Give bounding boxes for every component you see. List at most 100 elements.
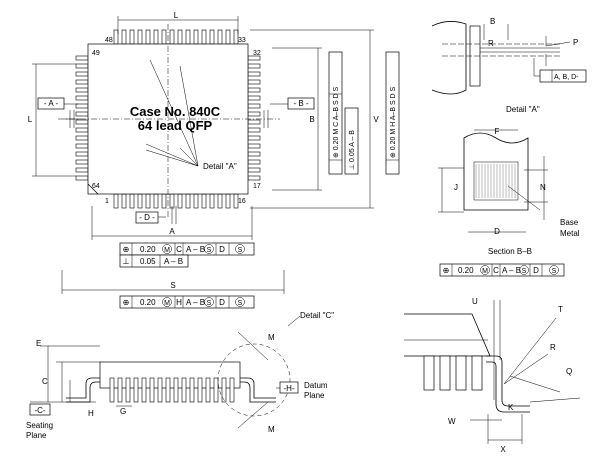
svg-text:⊕: ⊕	[123, 245, 130, 254]
lead	[113, 29, 119, 45]
case-label: Case No. 840C	[130, 104, 221, 119]
metal-label: Metal	[560, 229, 580, 238]
svg-text:⊥: ⊥	[123, 257, 130, 266]
side-lead	[141, 377, 147, 403]
dim-a: A	[169, 227, 175, 236]
dim-r-detail: R	[488, 39, 494, 48]
base-label: Base	[560, 218, 579, 227]
datum-h: -H-	[283, 384, 294, 393]
dim-v: V	[373, 115, 379, 124]
top-leads	[113, 29, 239, 45]
tol-frame-b-vertical: ⊕ 0.20 M C A–B S D S ⊥ 0.05 A – B	[328, 51, 359, 175]
svg-text:A – B: A – B	[164, 257, 183, 266]
svg-text:⊕: ⊕	[443, 266, 450, 275]
dim-r-c: R	[550, 343, 556, 352]
svg-text:S: S	[238, 300, 243, 307]
svg-text:⊕ 0.20 M C A–B S D S: ⊕ 0.20 M C A–B S D S	[333, 86, 340, 158]
side-lead	[165, 377, 171, 403]
dim-n: N	[540, 183, 546, 192]
lead	[169, 29, 175, 45]
datum-a: - A -	[44, 99, 59, 108]
dim-c: C	[42, 377, 48, 386]
svg-text:A, B, D-: A, B, D-	[554, 74, 579, 81]
dim-j: J	[454, 183, 458, 192]
dim-w: W	[448, 417, 456, 426]
top-view: Case No. 840C 64 lead QFP Detail "A" 48 …	[28, 11, 400, 309]
dim-g: G	[120, 407, 126, 416]
lead	[225, 29, 231, 45]
side-lead	[157, 377, 163, 403]
lead	[113, 193, 119, 209]
package-label: 64 lead QFP	[138, 118, 213, 133]
lead	[177, 29, 183, 45]
dim-d: D	[494, 227, 500, 236]
lead	[75, 71, 89, 77]
dim-u: U	[472, 297, 478, 306]
pin-32: 32	[253, 50, 261, 57]
svg-text:0.20: 0.20	[140, 245, 156, 254]
lead	[75, 79, 89, 85]
lead	[75, 151, 89, 157]
svg-text:S: S	[522, 268, 527, 275]
dim-m-bottom: M	[268, 425, 275, 434]
left-leads	[75, 55, 89, 181]
svg-text:H: H	[176, 298, 182, 307]
svg-text:0.05: 0.05	[140, 257, 156, 266]
dim-b-detail: B	[490, 17, 495, 26]
lead	[121, 193, 127, 209]
lead	[193, 29, 199, 45]
lead	[75, 127, 89, 133]
detail-a-title: Detail "A"	[506, 105, 540, 114]
svg-text:C: C	[176, 245, 182, 254]
pin-49: 49	[92, 50, 100, 57]
side-lead	[173, 377, 179, 403]
section-bb-title: Section B–B	[488, 247, 532, 256]
dim-e: E	[36, 339, 41, 348]
lead	[247, 71, 261, 77]
detail-c-view: U T R Q K W X	[404, 297, 581, 454]
lead	[75, 55, 89, 61]
side-lead	[117, 377, 123, 403]
lead	[75, 175, 89, 181]
lead	[137, 193, 143, 209]
lead	[75, 87, 89, 93]
lead	[75, 95, 89, 101]
lead	[129, 193, 135, 209]
dim-h: H	[88, 409, 94, 418]
svg-text:⊥ 0.05 A – B: ⊥ 0.05 A – B	[349, 130, 356, 170]
lead	[169, 193, 175, 209]
svg-text:0.20: 0.20	[140, 298, 156, 307]
lead	[247, 151, 261, 157]
lead	[121, 29, 127, 45]
lead	[161, 193, 167, 209]
dim-b-right: B	[309, 115, 314, 124]
svg-text:M: M	[482, 268, 488, 275]
dim-s: S	[170, 281, 175, 290]
lead	[247, 167, 261, 173]
svg-text:A – B: A – B	[186, 298, 205, 307]
side-lead	[197, 377, 203, 403]
lead	[185, 29, 191, 45]
lead	[217, 29, 223, 45]
lead	[247, 111, 261, 117]
dim-p-detail: P	[573, 38, 578, 47]
svg-text:M: M	[164, 247, 170, 254]
seating-label-2: Plane	[26, 431, 47, 440]
datum-b: - B -	[293, 99, 308, 108]
lead	[247, 159, 261, 165]
lead	[201, 193, 207, 209]
dim-l-left: L	[28, 115, 33, 124]
bottom-leads	[113, 193, 239, 209]
svg-text:A – B: A – B	[186, 245, 205, 254]
datum-plane-label-2: Plane	[304, 391, 325, 400]
svg-text:D: D	[533, 266, 539, 275]
dim-l-top: L	[174, 11, 179, 20]
dim-x: X	[500, 445, 506, 454]
lead	[75, 167, 89, 173]
lead	[153, 29, 159, 45]
lead	[247, 79, 261, 85]
lead	[247, 95, 261, 101]
lead	[75, 159, 89, 165]
side-lead	[213, 377, 219, 403]
tol-frame-s: ⊕ 0.20 M H A – B S D S	[119, 295, 255, 309]
